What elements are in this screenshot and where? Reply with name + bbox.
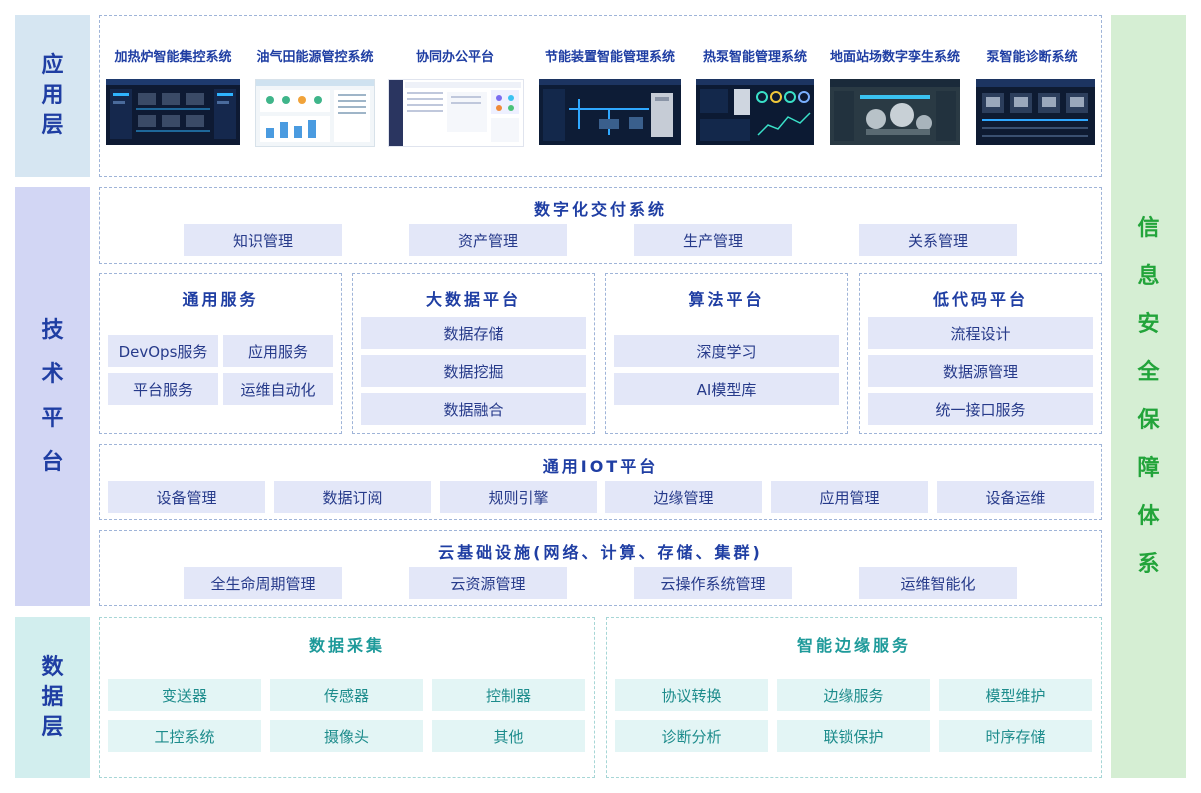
edge-service-frame: 智能边缘服务 协议转换 边缘服务 模型维护 诊断分析 联锁保护 时序存储 (606, 617, 1102, 778)
app-management-item[interactable]: 应用管理 (771, 481, 928, 513)
iot-platform-frame: 通用IOT平台 设备管理 数据订阅 规则引擎 边缘管理 应用管理 设备运维 (99, 444, 1102, 520)
app-label-digital-twin: 地面站场数字孪生系统 (829, 50, 960, 65)
technology-layer-text: 技术平台 (41, 317, 64, 475)
application-layer-label: 应用层 (15, 15, 90, 177)
edge-service-title: 智能边缘服务 (796, 636, 911, 655)
data-subscription-item[interactable]: 数据订阅 (274, 481, 431, 513)
algorithm-frame: 算法平台 深度学习 AI模型库 (605, 273, 848, 434)
transmitter-item[interactable]: 变送器 (108, 679, 261, 711)
iot-platform-title: 通用IOT平台 (542, 457, 659, 476)
data-collection-frame: 数据采集 变送器 传感器 控制器 工控系统 摄像头 其他 (99, 617, 595, 778)
dark-dashboard-screenshot-icon[interactable] (106, 79, 240, 145)
app-label-energy-saving: 节能装置智能管理系统 (544, 50, 675, 65)
app-label-energy-control: 油气田能源管控系统 (256, 50, 374, 65)
edge-management-item[interactable]: 边缘管理 (605, 481, 762, 513)
rule-engine-item[interactable]: 规则引擎 (440, 481, 597, 513)
ops-automation-item[interactable]: 运维自动化 (223, 373, 333, 405)
relation-management-item[interactable]: 关系管理 (859, 224, 1017, 256)
interlock-protection-item[interactable]: 联锁保护 (777, 720, 930, 752)
bigdata-frame: 大数据平台 数据存储 数据挖掘 数据融合 (352, 273, 595, 434)
cloud-infrastructure-frame: 云基础设施(网络、计算、存储、集群) 全生命周期管理 云资源管理 云操作系统管理… (99, 530, 1102, 606)
lowcode-title: 低代码平台 (932, 290, 1028, 309)
data-fusion-item[interactable]: 数据融合 (361, 393, 586, 425)
data-mining-item[interactable]: 数据挖掘 (361, 355, 586, 387)
cloud-infrastructure-title: 云基础设施(网络、计算、存储、集群) (438, 543, 763, 562)
datasource-management-item[interactable]: 数据源管理 (868, 355, 1093, 387)
equipment-grid-screenshot-icon[interactable] (976, 79, 1095, 145)
data-storage-item[interactable]: 数据存储 (361, 317, 586, 349)
other-item[interactable]: 其他 (432, 720, 585, 752)
bigdata-title: 大数据平台 (425, 290, 521, 309)
process-flow-screenshot-icon[interactable] (539, 79, 681, 145)
app-label-heat-pump: 热泵智能管理系统 (702, 50, 807, 65)
data-layer-text: 数据层 (41, 654, 64, 740)
production-management-item[interactable]: 生产管理 (634, 224, 792, 256)
application-layer-frame (99, 15, 1102, 177)
general-service-title: 通用服务 (182, 290, 259, 309)
diagnosis-analysis-item[interactable]: 诊断分析 (615, 720, 768, 752)
digital-twin-screenshot-icon[interactable] (830, 79, 960, 145)
lifecycle-management-item[interactable]: 全生命周期管理 (184, 567, 342, 599)
process-design-item[interactable]: 流程设计 (868, 317, 1093, 349)
general-service-frame: 通用服务 DevOps服务 应用服务 平台服务 运维自动化 (99, 273, 342, 434)
device-management-item[interactable]: 设备管理 (108, 481, 265, 513)
platform-service-item[interactable]: 平台服务 (108, 373, 218, 405)
technology-layer-label: 技术平台 (15, 187, 90, 606)
devops-service-item[interactable]: DevOps服务 (108, 335, 218, 367)
timeseries-storage-item[interactable]: 时序存储 (939, 720, 1092, 752)
intelligent-ops-item[interactable]: 运维智能化 (859, 567, 1017, 599)
office-portal-screenshot-icon[interactable] (388, 79, 524, 147)
edge-service-item[interactable]: 边缘服务 (777, 679, 930, 711)
controller-item[interactable]: 控制器 (432, 679, 585, 711)
app-label-office-platform: 协同办公平台 (415, 50, 494, 65)
data-collection-title: 数据采集 (308, 636, 385, 655)
gauge-dashboard-screenshot-icon[interactable] (696, 79, 814, 145)
knowledge-management-item[interactable]: 知识管理 (184, 224, 342, 256)
unified-interface-item[interactable]: 统一接口服务 (868, 393, 1093, 425)
algorithm-title: 算法平台 (688, 290, 765, 309)
digital-delivery-title: 数字化交付系统 (533, 200, 667, 219)
digital-delivery-frame: 数字化交付系统 知识管理 资产管理 生产管理 关系管理 (99, 187, 1102, 264)
cloud-os-management-item[interactable]: 云操作系统管理 (634, 567, 792, 599)
asset-management-item[interactable]: 资产管理 (409, 224, 567, 256)
protocol-conversion-item[interactable]: 协议转换 (615, 679, 768, 711)
sensor-item[interactable]: 传感器 (270, 679, 423, 711)
device-ops-item[interactable]: 设备运维 (937, 481, 1094, 513)
light-dashboard-screenshot-icon[interactable] (255, 79, 375, 147)
security-system-label: 信息安全保障体系 (1111, 15, 1186, 778)
application-layer-text: 应用层 (41, 53, 64, 138)
ai-model-library-item[interactable]: AI模型库 (614, 373, 839, 405)
industrial-control-item[interactable]: 工控系统 (108, 720, 261, 752)
lowcode-frame: 低代码平台 流程设计 数据源管理 统一接口服务 (859, 273, 1102, 434)
app-label-heating-furnace: 加热炉智能集控系统 (114, 50, 232, 65)
model-maintenance-item[interactable]: 模型维护 (939, 679, 1092, 711)
data-layer-label: 数据层 (15, 617, 90, 778)
camera-item[interactable]: 摄像头 (270, 720, 423, 752)
deep-learning-item[interactable]: 深度学习 (614, 335, 839, 367)
application-service-item[interactable]: 应用服务 (223, 335, 333, 367)
security-system-text: 信息安全保障体系 (1137, 215, 1160, 577)
cloud-resource-management-item[interactable]: 云资源管理 (409, 567, 567, 599)
app-label-pump-diagnosis: 泵智能诊断系统 (986, 50, 1078, 65)
